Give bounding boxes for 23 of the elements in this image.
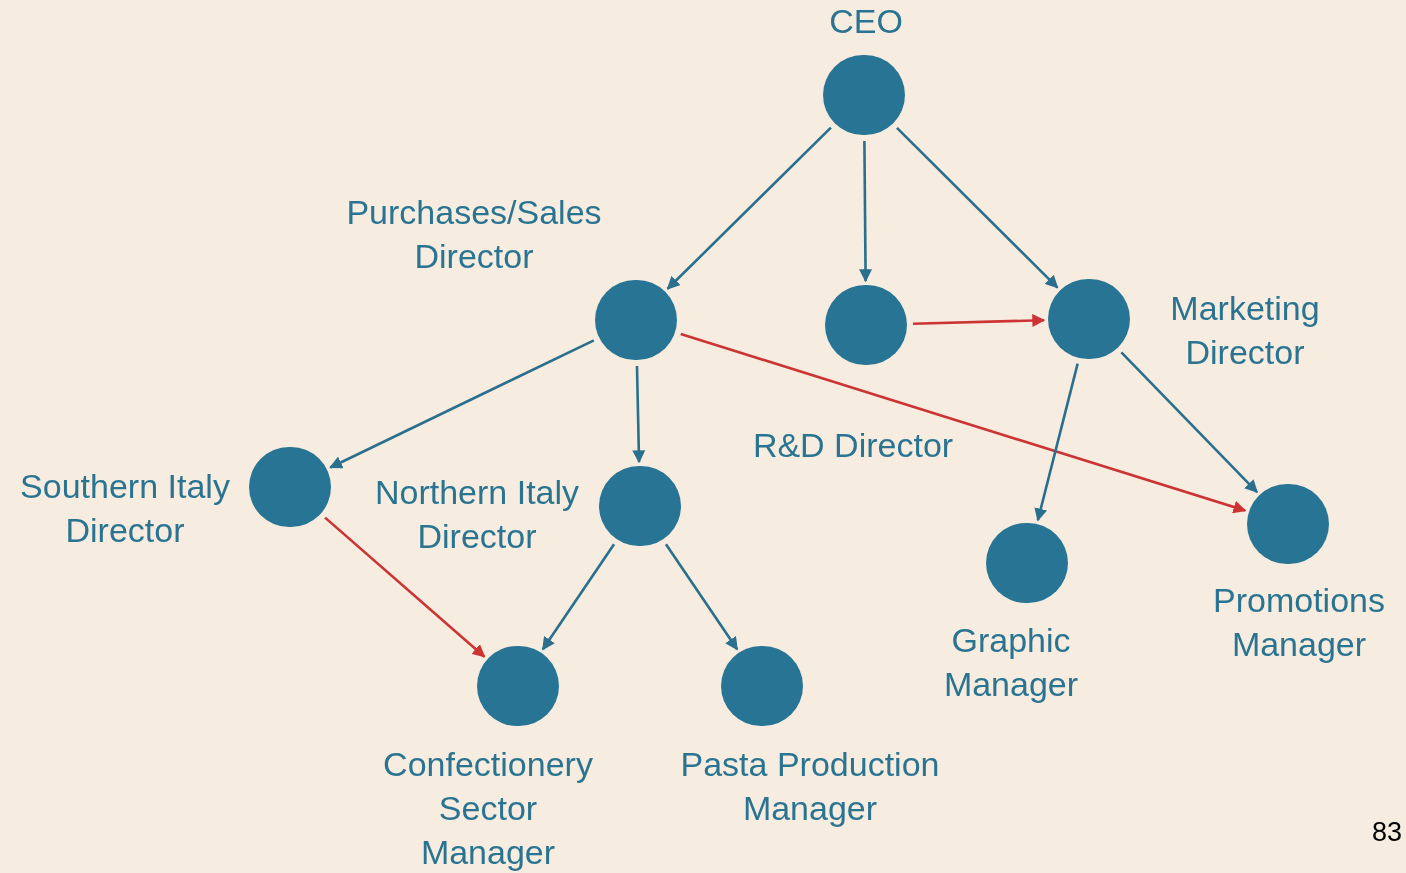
role-label: Purchases/Sales Director [345,192,603,277]
role-label: Northern Italy Director [373,472,581,557]
role-label: R&D Director [751,425,955,466]
role-label: Confectionery Sector Manager [382,744,594,873]
page-number: 83 [1371,816,1402,849]
arrow [680,332,1247,514]
arrow [324,516,486,658]
role-label: Pasta Production Manager [679,744,941,829]
arrow [896,126,1059,289]
arrow [666,126,832,290]
role-label: Southern Italy Director [19,466,231,551]
role-label: Promotions Manager [1212,580,1386,665]
role-label: Graphic Manager [942,620,1080,705]
arrow [632,365,646,464]
arrow [541,543,616,651]
arrow [1034,363,1079,522]
arrow [664,543,739,651]
arrow [329,339,595,469]
arrow [859,141,872,283]
arrow [912,314,1046,327]
arrow [1120,351,1258,493]
role-label: CEO [828,1,904,42]
role-label: Marketing Director [1169,288,1321,373]
